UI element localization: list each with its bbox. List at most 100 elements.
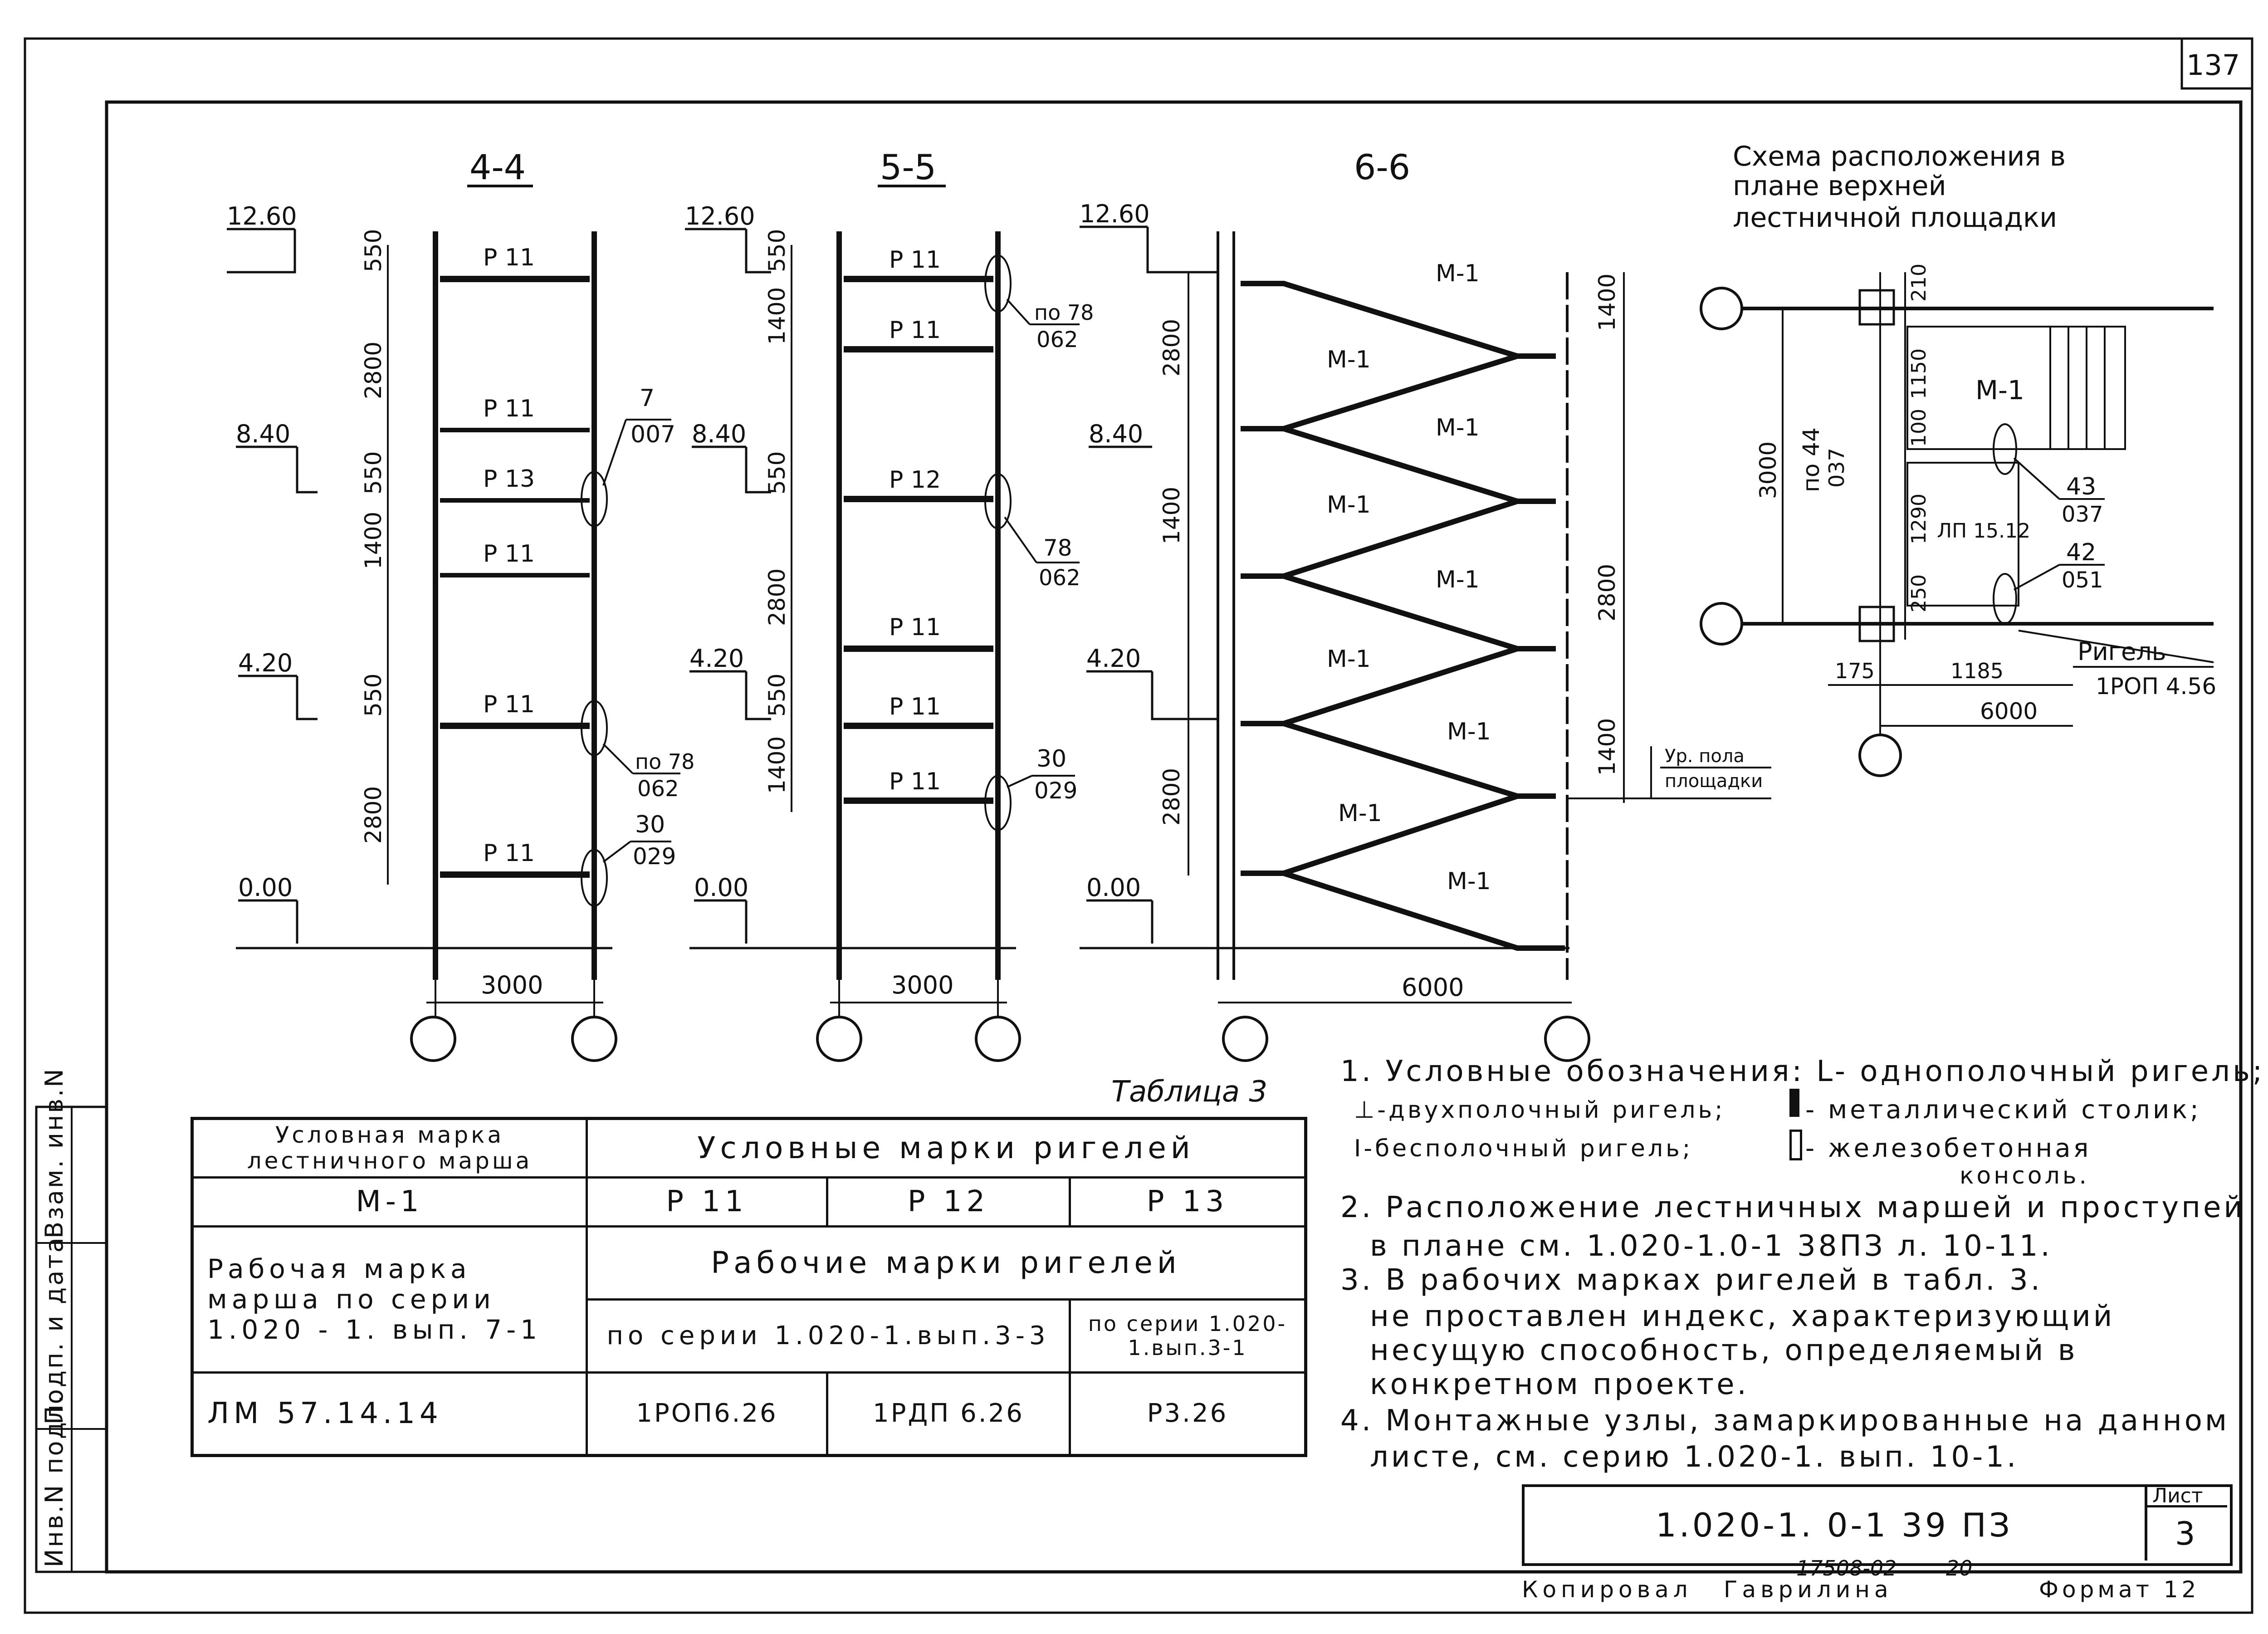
section-title-5-5: 5-5 [880,147,936,187]
level-8.40: 8.40 [1089,420,1143,448]
section-title-4-4: 4-4 [469,147,526,187]
plan-rigel: Ригель [2077,637,2166,666]
plan-dim-100: 100 [1907,409,1931,447]
note-3c: несущую способность, определяемый в [1370,1334,2078,1367]
axis-bubble [571,1016,617,1062]
axis-bubble [410,1016,456,1062]
plan-dim-3000: 3000 [1755,441,1781,499]
dim-550: 550 [764,674,790,717]
plan-lp: ЛП 15.12 [1937,519,2030,543]
note-4b: листе, см. серию 1.020-1. вып. 10-1. [1370,1440,2019,1474]
note-1c: - металлический столик; [1805,1095,2201,1125]
section-4-4: 4-4 Р 11 Р 11 Р 13 Р 11 Р 11 Р 11 12.60 … [227,147,694,1062]
beam-label-p11: Р 11 [483,840,535,867]
beam-label-p11: Р 11 [889,768,941,795]
table-cell-p12: Р 12 [826,1176,1071,1228]
footer-name: Гаврилина [1724,1576,1893,1603]
flight-label: М-1 [1436,566,1480,593]
node-callout [581,471,608,527]
rigel-table: Условная марка лестничного марша Условны… [191,1117,1308,1457]
level-arrow [745,671,771,720]
axis-bubble [1858,734,1902,777]
table-caption: Таблица 3 [1111,1075,1268,1109]
plan-m1: М-1 [1975,375,2024,406]
level-arrow [227,229,296,274]
flight-label: М-1 [1447,868,1491,895]
plan-dim-175: 175 [1835,659,1875,683]
stair-flights [1241,281,1565,951]
note-1b: ⊥-двухполочный ригель; [1354,1096,1725,1124]
table-cell-work-flight: Рабочая марка марша по серии 1.020 - 1. … [191,1225,588,1374]
dim-3000: 3000 [891,971,953,999]
beam-label-p13: Р 13 [483,465,535,493]
dim-550: 550 [764,451,790,494]
concrete-console-icon [1789,1130,1802,1160]
callout-062: 062 [1039,565,1080,591]
callout-leader [1004,516,1037,563]
note-3d: конкретном проекте. [1370,1368,1749,1401]
plan-rigel-mark: 1РОП 4.56 [2096,673,2216,700]
beam-label-p11: Р 11 [889,693,941,720]
plan-dim-6000: 6000 [1980,698,2038,724]
steel-table-icon [1789,1089,1799,1117]
note-3a: 3. В рабочих марках ригелей в табл. 3. [1340,1263,2043,1297]
note-1a: 1. Условные обозначения: L- однополочный… [1340,1055,2265,1088]
section-6-6: 6-6 М-1 М-1 М-1 М-1 М-1 М-1 М-1 М-1 М-1 … [1080,147,1771,1062]
note-4a: 4. Монтажные узлы, замаркированные на да… [1340,1404,2230,1438]
sheet-number: 3 [2175,1515,2195,1552]
plan-callout-42: 42 [2066,539,2096,566]
node-callout [581,700,608,756]
level-arrow [1151,671,1218,720]
callout-leader [602,743,634,774]
level-8.40: 8.40 [236,420,290,448]
callout-leader [2014,564,2060,591]
level-8.40: 8.40 [692,420,746,448]
landing-level-label: площадки [1665,771,1763,792]
plan-callout-037: 037 [2062,502,2103,527]
landing-level-label: Ур. пола [1665,746,1745,767]
table-header-flight: Условная марка лестничного марша [191,1117,588,1179]
rigel-leader [2018,630,2214,663]
footer-format: Формат 12 [2039,1576,2200,1603]
corner-tab [2180,39,2252,90]
plan-dim-210: 210 [1907,264,1931,302]
footer-num: 20 [1946,1556,1973,1580]
beam-label-p12: Р 12 [889,466,941,494]
callout-30: 30 [1036,745,1066,773]
dim-2800: 2800 [1158,319,1185,377]
beam-label-p11: Р 11 [889,246,941,274]
node-callout [984,775,1012,831]
plan-title: Схема расположения в [1733,141,2066,172]
axis-bubble [1544,1016,1590,1062]
node-callout [984,473,1012,529]
callout-leader [602,419,627,486]
dim-1400: 1400 [764,287,790,345]
beam-label-p11: Р 11 [483,691,535,718]
table-cell-lm: ЛМ 57.14.14 [191,1371,588,1457]
callout-029: 029 [633,843,676,870]
document-code: 1.020-1. 0-1 39 ПЗ [1656,1506,2013,1544]
plan-dim-1290: 1290 [1907,494,1931,544]
level-arrow [1146,227,1218,274]
flight-label: М-1 [1436,260,1480,287]
section-title-6-6: 6-6 [1354,147,1410,187]
table-cell-r1: 1РОП6.26 [586,1371,828,1457]
axis-bubble [1700,602,1743,646]
corner-sheet-number: 137 [2186,49,2240,82]
node-callout [1993,573,2017,625]
plan-title: плане верхней [1733,170,1946,202]
note-3b: не проставлен индекс, характеризующий [1370,1300,2115,1333]
sheet-label-cell [2145,1484,2147,1561]
dim-6000: 6000 [1402,973,1464,1002]
dim-1400: 1400 [764,736,790,794]
dim-2800: 2800 [764,568,790,626]
callout-029: 029 [1034,778,1077,804]
flight-label: М-1 [1447,718,1491,745]
flight-label: М-1 [1436,414,1480,441]
dim-2800: 2800 [360,342,386,399]
table-cell-m1: М-1 [191,1176,588,1228]
dim-1400: 1400 [1594,718,1620,776]
beam-label-p11: Р 11 [889,614,941,641]
flight-label: М-1 [1338,800,1382,827]
level-12.60: 12.60 [685,202,755,230]
